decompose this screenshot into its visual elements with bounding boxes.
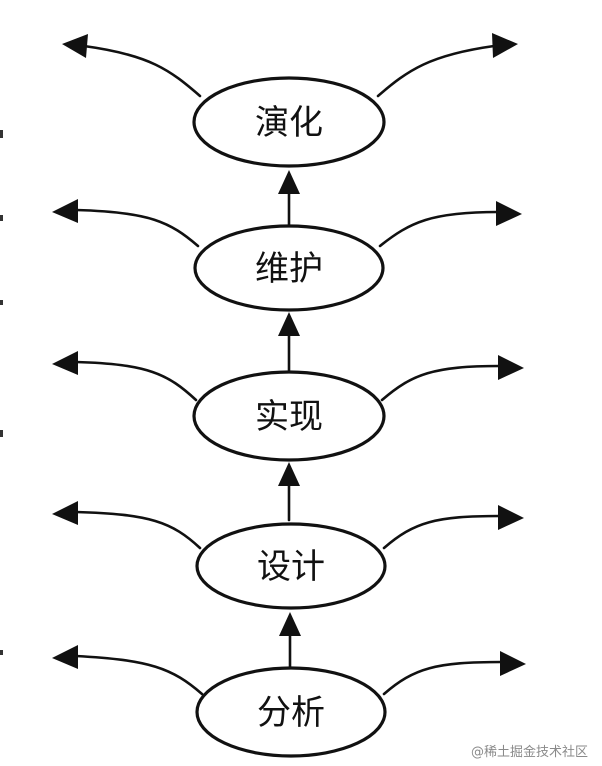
evolution-right-arrowhead <box>492 33 518 58</box>
stage-design: 设计 <box>52 501 524 610</box>
design-left-arrow-line <box>74 510 202 550</box>
stage-maintenance: 维护 <box>52 199 522 312</box>
implementation-left-arrowhead <box>52 351 78 375</box>
maintenance-node <box>193 224 385 312</box>
analysis-left-arrowhead <box>52 645 78 669</box>
stage-evolution: 演化 <box>62 33 518 168</box>
watermark: @稀土掘金技术社区 <box>470 745 588 760</box>
maintenance-left-arrowhead <box>52 199 78 223</box>
evolution-label: 演化 <box>255 103 323 143</box>
analysis-right-arrow-line <box>382 660 504 696</box>
arrow-maintenance-to-evolution <box>278 170 300 230</box>
analysis-right-arrowhead <box>500 651 526 676</box>
arrow-design-to-implementation <box>278 462 300 522</box>
design-node <box>195 522 387 610</box>
evolution-left-arrowhead <box>62 34 88 58</box>
left-edge-specks <box>0 130 3 655</box>
maintenance-left-arrow-line <box>74 208 200 248</box>
implementation-node <box>192 370 386 462</box>
implementation-right-arrowhead <box>498 355 524 380</box>
design-label: 设计 <box>257 547 325 587</box>
maintenance-right-arrowhead <box>496 201 522 226</box>
implementation-label: 实现 <box>255 397 323 437</box>
implementation-left-arrow-line <box>74 360 198 402</box>
analysis-left-arrow-line <box>74 654 204 696</box>
maintenance-label: 维护 <box>255 249 323 289</box>
evolution-node <box>192 76 386 168</box>
stage-analysis: 分析 <box>52 645 526 758</box>
maintenance-right-arrow-line <box>378 210 500 248</box>
design-right-arrowhead <box>498 505 524 530</box>
analysis-label: 分析 <box>257 693 325 733</box>
arrow-analysis-to-design <box>279 612 301 672</box>
arrow-implementation-to-maintenance <box>278 312 300 372</box>
evolution-left-arrow-line <box>82 44 202 98</box>
design-left-arrowhead <box>52 501 78 525</box>
implementation-right-arrow-line <box>380 364 502 402</box>
design-right-arrow-line <box>382 514 502 550</box>
evolution-right-arrow-line <box>376 44 496 98</box>
stage-implementation: 实现 <box>52 351 524 462</box>
analysis-node <box>195 666 387 758</box>
